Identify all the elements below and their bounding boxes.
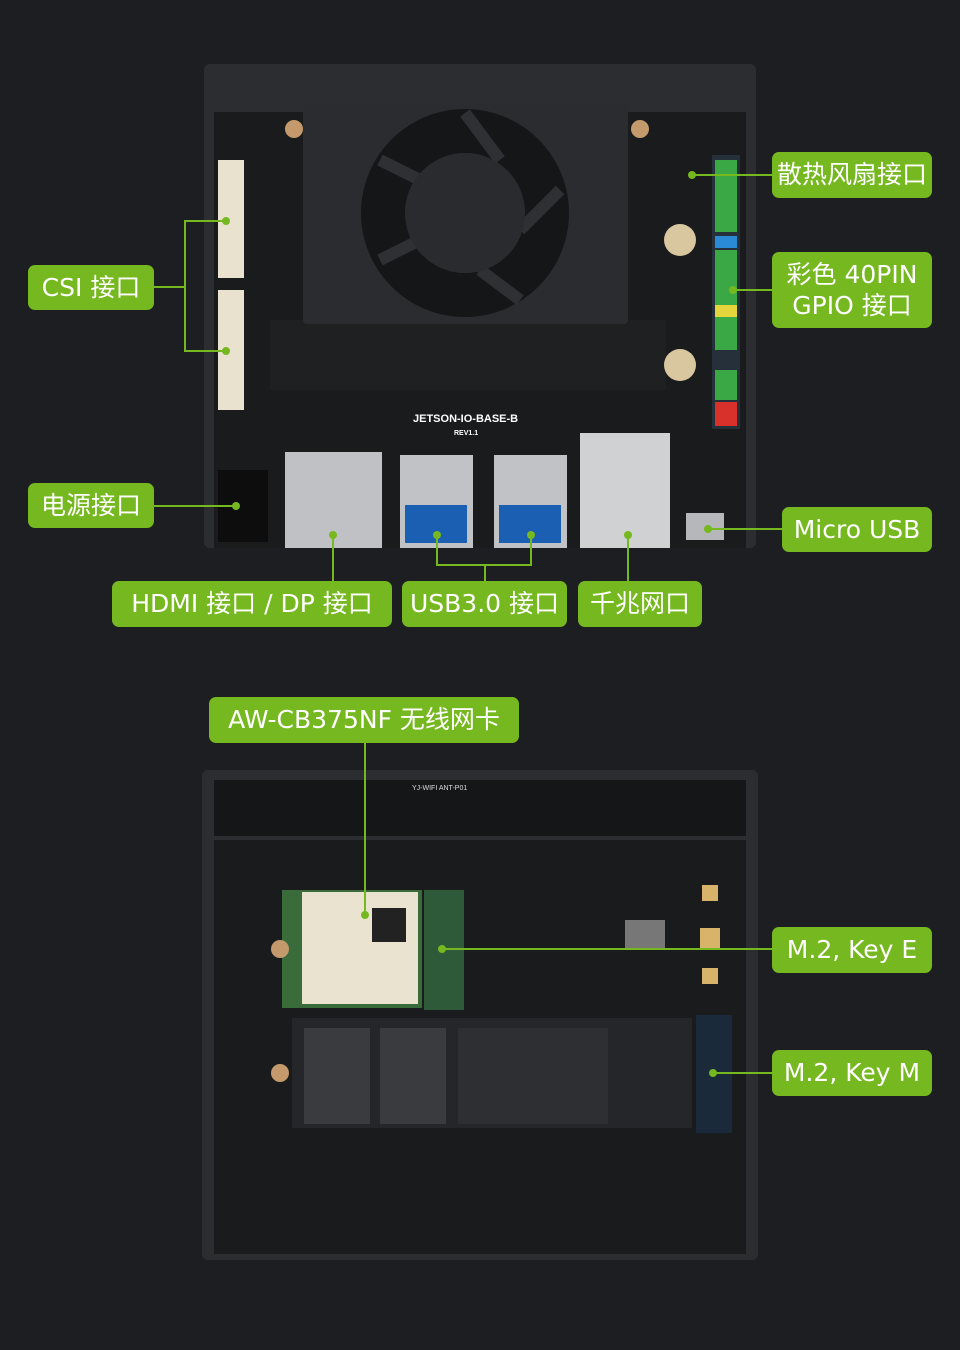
- carrier-board-bottom: YJ-WIFI ANT-P01: [202, 770, 758, 1260]
- board-revision-silkscreen: REV1.1: [454, 430, 478, 437]
- board-name-silkscreen: JETSON-IO-BASE-B: [413, 413, 518, 425]
- power-label: 电源接口: [28, 483, 154, 528]
- hdmi-dp-label: HDMI 接口 / DP 接口: [112, 581, 392, 627]
- wifi-card-label: AW-CB375NF 无线网卡: [209, 697, 519, 743]
- ethernet-label: 千兆网口: [578, 581, 702, 627]
- micro-usb-label: Micro USB: [782, 507, 932, 552]
- csi-connector-cam1: [218, 160, 244, 278]
- ethernet-port: [580, 433, 670, 548]
- antenna-silkscreen: YJ-WIFI ANT-P01: [412, 785, 467, 792]
- gpio-label-line1: 彩色 40PIN: [786, 260, 918, 289]
- gpio-label: 彩色 40PIN GPIO 接口: [772, 252, 932, 328]
- gpio-label-line2: GPIO 接口: [792, 291, 912, 320]
- carrier-board-top: JETSON-IO-BASE-B REV1.1: [204, 64, 756, 548]
- leader-lines: [154, 174, 782, 1074]
- usb3-label: USB3.0 接口: [402, 581, 567, 627]
- m2-key-m-label: M.2, Key M: [772, 1050, 932, 1096]
- antenna-bar: [214, 780, 746, 836]
- csi-label: CSI 接口: [28, 265, 154, 310]
- fan-connector-label: 散热风扇接口: [772, 152, 932, 198]
- m2-key-e-label: M.2, Key E: [772, 927, 932, 973]
